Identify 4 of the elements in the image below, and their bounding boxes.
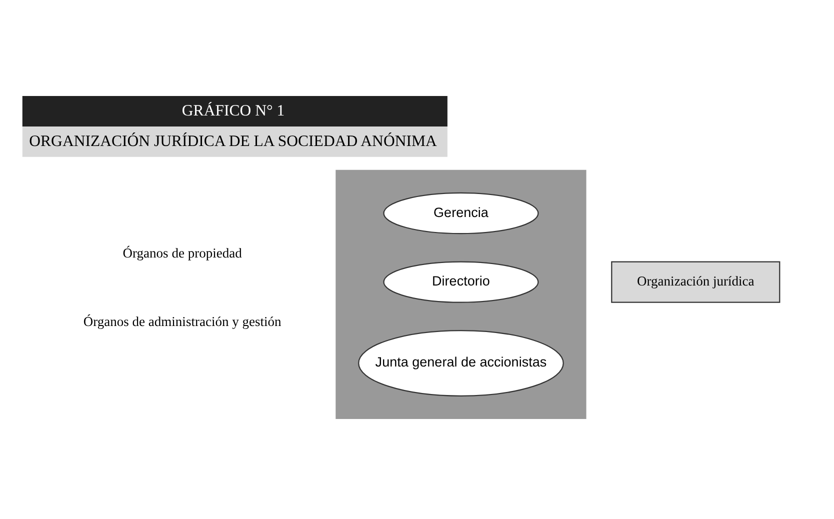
- label: Órganos de propiedad: [122, 245, 242, 260]
- caption: ORGANIZACIÓN JURÍDICA DE LA SOCIEDAD ANÓNIMA: [29, 132, 437, 150]
- label: Órganos de administración y gestión: [83, 314, 282, 330]
- diagram-title: GRÁFICO N° 1: [182, 102, 285, 120]
